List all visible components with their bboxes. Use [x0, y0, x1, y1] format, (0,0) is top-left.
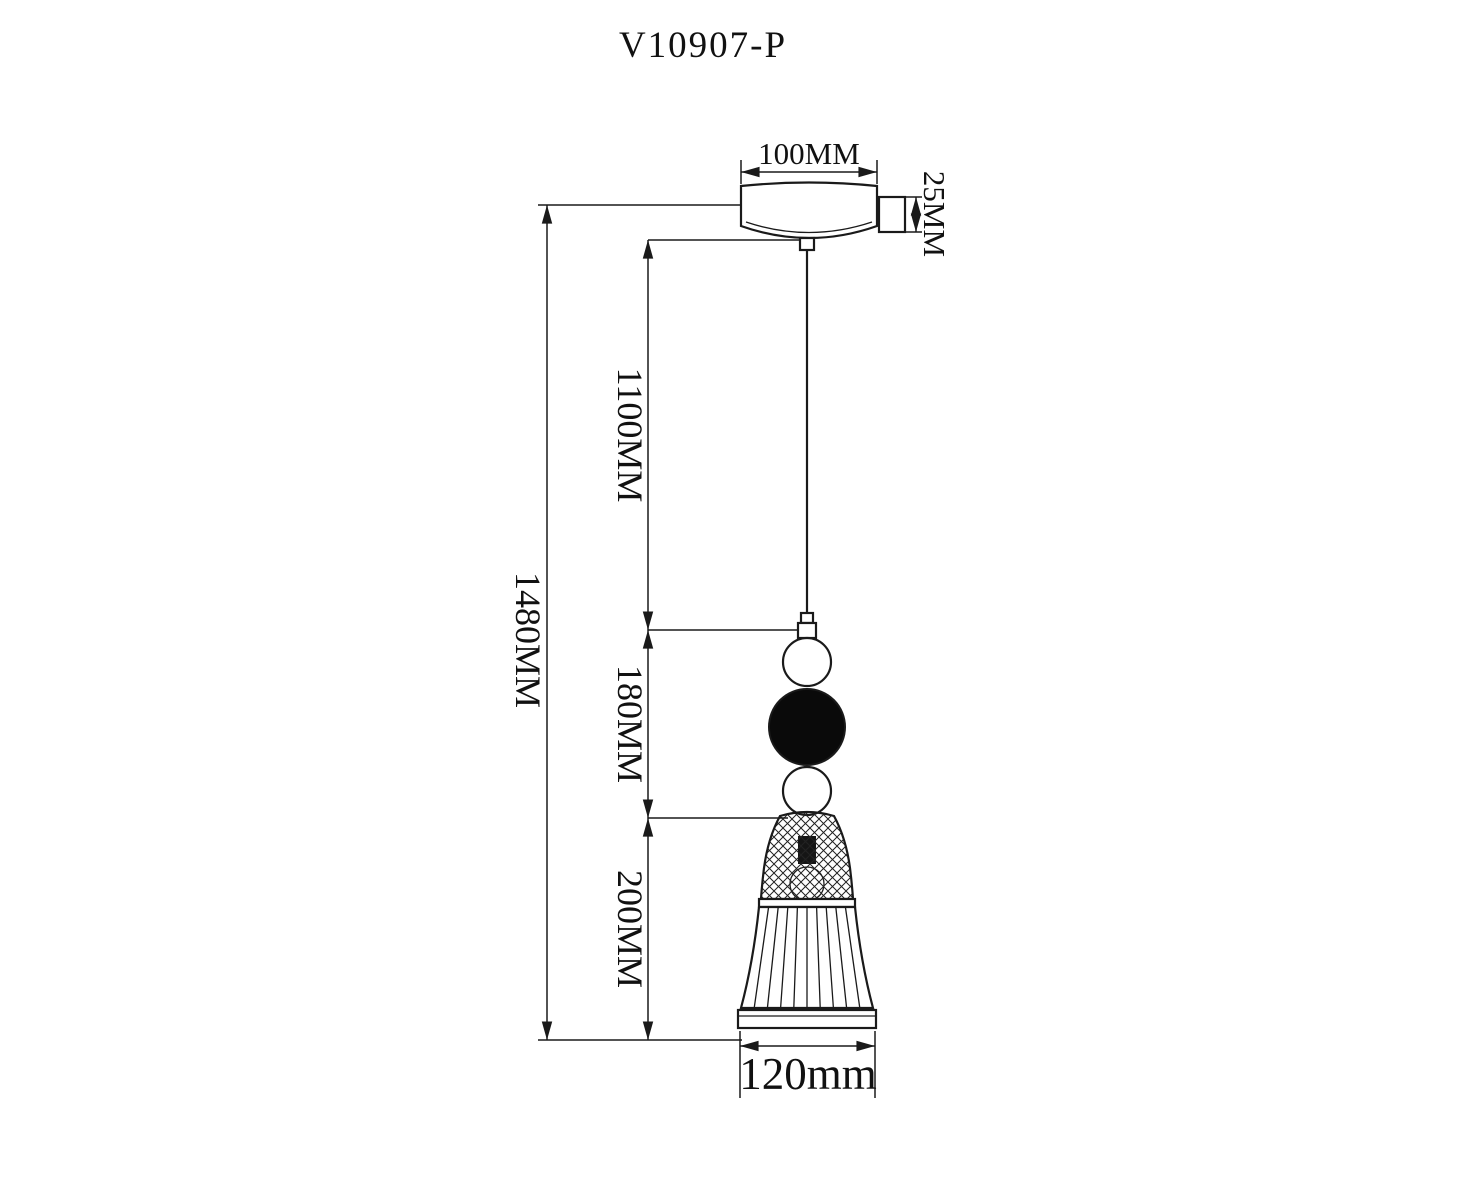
shade-seam-band	[757, 897, 857, 909]
bead-small-bottom	[781, 765, 833, 817]
dim-label-canopy-height: 25MM	[917, 171, 952, 257]
cord-grip	[796, 621, 818, 640]
canopy-stem	[798, 236, 816, 252]
dim-label-overall-height: 1480MM	[508, 572, 548, 708]
dim-canopy-width: 100MM	[740, 136, 878, 184]
dim-overall-height: 1480MM	[508, 204, 742, 1041]
dim-canopy-height: 25MM	[905, 171, 952, 257]
side-junction-box	[877, 195, 907, 234]
cord-grip-top	[799, 611, 815, 625]
drawing-title: V10907-P	[619, 25, 787, 66]
ceiling-canopy	[739, 181, 907, 252]
dim-label-bead-section: 180MM	[610, 665, 650, 783]
bead-large-black	[768, 688, 846, 766]
dim-label-shade-diameter: 120mm	[739, 1049, 877, 1099]
dim-cord-length: 1100MM	[610, 239, 799, 631]
dim-shade-diameter: 120mm	[739, 1031, 877, 1099]
shade-bottom-rim	[736, 1008, 878, 1030]
canopy-rim-line	[745, 221, 873, 234]
mesh-dome	[759, 810, 855, 901]
canopy-body	[739, 181, 879, 240]
dim-label-cord-length: 1100MM	[610, 368, 650, 503]
dim-label-canopy-width: 100MM	[758, 136, 860, 171]
shade-ribs	[753, 906, 861, 1009]
lamp-shade	[736, 810, 878, 1030]
lamp-drawing	[736, 181, 907, 1030]
dim-label-shade-section: 200MM	[610, 870, 650, 988]
dim-bead-section: 180MM	[610, 630, 788, 819]
bead-stack	[768, 611, 846, 817]
bead-small-top	[781, 636, 833, 688]
dim-shade-section: 200MM	[610, 818, 654, 1040]
